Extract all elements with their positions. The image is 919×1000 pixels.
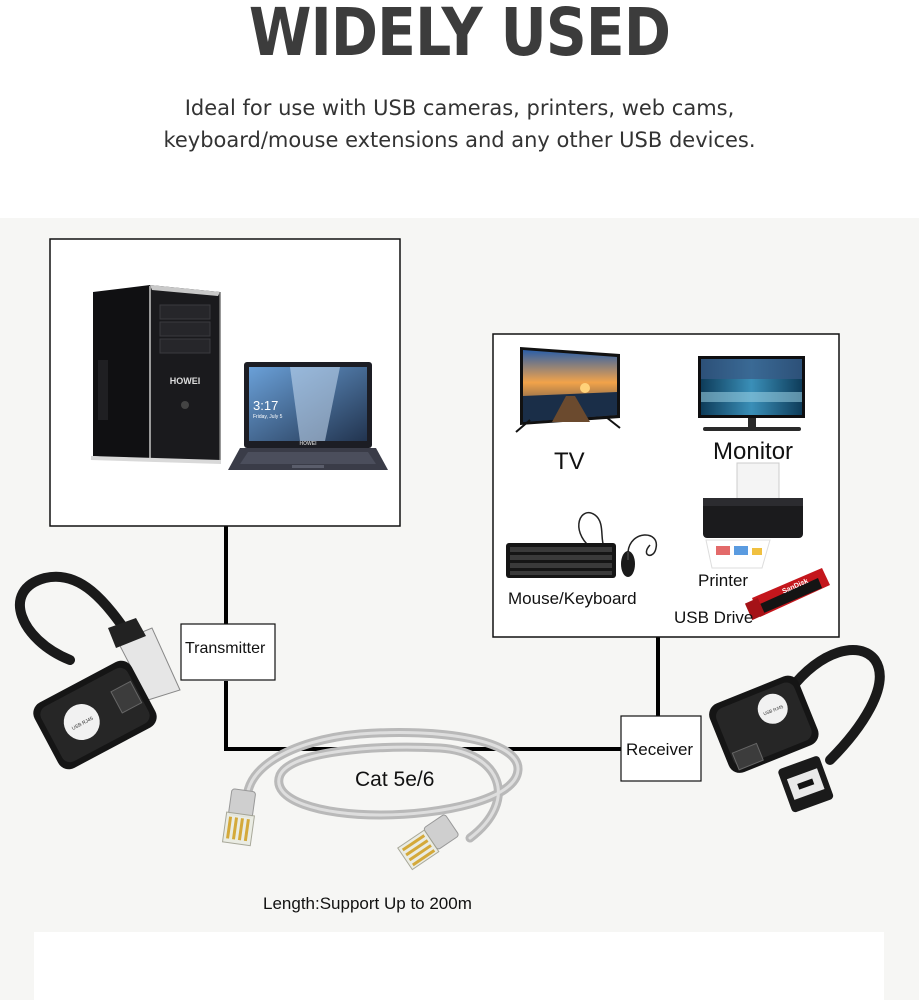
monitor-label: Monitor bbox=[713, 438, 793, 466]
transmitter-label: Transmitter bbox=[185, 640, 265, 658]
usb-drive-label: USB Drive bbox=[674, 608, 753, 628]
ethernet-cable-image bbox=[223, 733, 519, 870]
tower-brand-text: HOWEI bbox=[170, 376, 201, 386]
tv-label: TV bbox=[554, 448, 585, 476]
cable-type-label: Cat 5e/6 bbox=[355, 768, 434, 792]
laptop-date-text: Friday, July 5 bbox=[253, 414, 283, 420]
usb-transmitter-adapter-image: USB RJ45 bbox=[20, 577, 180, 774]
mouse-keyboard-label: Mouse/Keyboard bbox=[508, 589, 637, 609]
desktop-tower-image: HOWEI bbox=[91, 285, 221, 464]
printer-label: Printer bbox=[698, 571, 748, 591]
laptop-brand-text: HOWEI bbox=[300, 441, 318, 447]
usb-receiver-adapter-image: USB RJ45 bbox=[705, 650, 879, 813]
laptop-image: 3:17 Friday, July 5 HOWEI bbox=[228, 362, 388, 470]
cable-length-label: Length:Support Up to 200m bbox=[263, 894, 472, 914]
laptop-time-text: 3:17 bbox=[253, 398, 278, 413]
receiver-label: Receiver bbox=[626, 740, 693, 760]
